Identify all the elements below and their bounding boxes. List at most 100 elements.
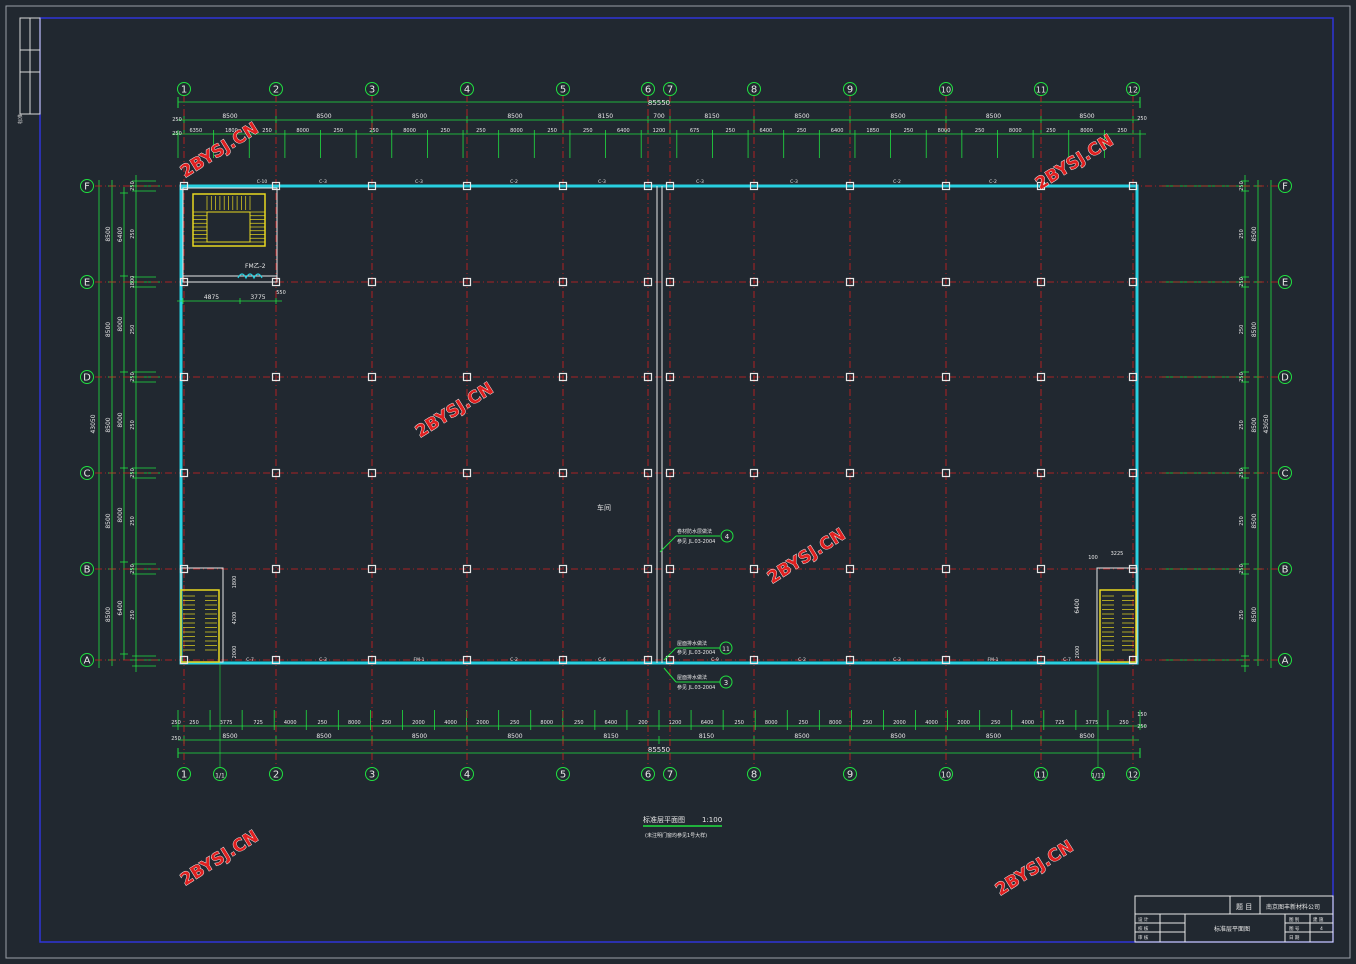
dim-top-inner-value-9: 8000	[510, 128, 523, 134]
column-C-10	[941, 468, 951, 478]
dim-top-inner-value-12: 6400	[617, 128, 630, 134]
dim-bottom-inner-value-17: 250	[734, 720, 744, 726]
dim-bottom-inner-value-18: 8000	[765, 720, 778, 726]
column-D-5	[558, 372, 568, 382]
column-D-4	[462, 372, 472, 382]
axis-bubble-top-7-circle	[663, 82, 677, 96]
dim-stair-bl-2: 1800	[232, 576, 238, 589]
column-F-2	[271, 181, 281, 191]
dim-top-bays-value-5: 700	[653, 113, 665, 120]
wall-tag-top-3: C-2	[510, 179, 518, 185]
dim-stair-br-2: 3225	[1111, 551, 1124, 557]
column-C-12	[1128, 468, 1138, 478]
axis-bubble-left-C-label: C	[84, 469, 91, 480]
door-label: FM乙-2	[245, 263, 266, 270]
column-F-5	[558, 181, 568, 191]
watermark-6: 2BYSJ.CN	[992, 837, 1077, 901]
dim-bottom-bays-value-3: 8500	[507, 733, 522, 740]
column-E-1	[179, 277, 189, 287]
dim-bottom-inner-value-13: 6400	[605, 720, 618, 726]
dim-right-small-value-9: 250	[1239, 610, 1245, 620]
wall-tag-bottom-4: C-6	[598, 657, 606, 663]
wall-tag-top-4: C-3	[598, 179, 606, 185]
axis-bubble-top-2-circle	[269, 82, 283, 96]
column-E-4	[462, 277, 472, 287]
svg-text:建 施: 建 施	[1313, 916, 1324, 923]
dim-right-small-value-5: 250	[1239, 420, 1245, 430]
column-A-6	[643, 655, 653, 665]
axis-bubble-bottom-13-label: 12	[1128, 771, 1138, 780]
watermarks: 2BYSJ.CN 2BYSJ.CN 2BYSJ.CN 2BYSJ.CN 2BYS…	[177, 118, 1118, 901]
column-C-6	[643, 468, 653, 478]
wall-tag-bottom-0: C-7	[246, 657, 254, 663]
dim-stair-br-3: 100	[1088, 555, 1098, 561]
dim-left-rows-value-3: 8500	[105, 513, 112, 528]
dim-right-rows-value-0: 8500	[1251, 226, 1258, 241]
axis-bubble-top-8-label: 8	[751, 85, 757, 96]
dim-top-bays-value-10: 8500	[1079, 113, 1094, 120]
dim-left-rows-value-2: 8500	[105, 417, 112, 432]
dimension-lines-left: 4305085008500850085008500640080008000800…	[90, 175, 160, 672]
column-D-9	[845, 372, 855, 382]
axis-bubble-bottom-5-circle	[556, 767, 570, 781]
column-E-2	[271, 277, 281, 287]
axis-bubble-bottom-12-circle	[1091, 767, 1105, 781]
inner-frame	[39, 17, 1334, 943]
dim-top-inner-value-11: 250	[583, 128, 593, 134]
wall-tag-top-6: C-3	[790, 179, 798, 185]
dim-bottom-bays-value-0: 8500	[222, 733, 237, 740]
axis-bubble-left-A-label: A	[84, 656, 91, 667]
stair-bottom-left	[180, 567, 224, 663]
dim-bottom-inner-value-6: 250	[382, 720, 392, 726]
wall-tag-top-2: C-3	[415, 179, 423, 185]
column-C-3	[367, 468, 377, 478]
svg-text:图 号: 图 号	[1289, 926, 1300, 932]
dim-right-small-value-3: 250	[1239, 325, 1245, 335]
dim-top-bays-value-4: 8150	[598, 113, 613, 120]
column-E-8	[749, 277, 759, 287]
axis-bubble-left-C-circle	[80, 466, 94, 480]
axis-bubble-right-C-circle	[1278, 466, 1292, 480]
dim-top-inner-value-26: 250	[1117, 128, 1127, 134]
column-E-10	[941, 277, 951, 287]
column-F-7	[665, 181, 675, 191]
column-F-8	[749, 181, 759, 191]
axis-bubble-left-D-label: D	[83, 373, 91, 384]
column-B-9	[845, 564, 855, 574]
exterior-walls	[179, 184, 1139, 665]
dim-bottom-inner-value-25: 250	[991, 720, 1001, 726]
dim-top-inner-value-4: 250	[334, 128, 344, 134]
column-A-12	[1128, 655, 1138, 665]
dim-right-small-value-7: 250	[1239, 516, 1245, 526]
dim-top-bays-value-9: 8500	[986, 113, 1001, 120]
dim-left-total-value: 43050	[90, 414, 97, 433]
wall-tag-bottom-8: FM-1	[988, 657, 999, 663]
wall-tag-top-7: C-2	[893, 179, 901, 185]
dim-left-rows-value-4: 8500	[105, 607, 112, 622]
drawing-title-note: (未注明门窗均参见1号大样)	[645, 832, 707, 839]
column-E-5	[558, 277, 568, 287]
column-B-3	[367, 564, 377, 574]
dim-stair-bl-1: 2000	[232, 646, 238, 659]
dim-bottom-total-value: 85550	[648, 746, 670, 754]
column-A-4	[462, 655, 472, 665]
dim-bottom-inner-value-7: 2000	[412, 720, 425, 726]
dim-top-total-value: 85550	[648, 99, 670, 107]
side-stamp: 标准	[17, 114, 24, 124]
dim-top-inner-value-21: 8000	[938, 128, 951, 134]
wall-tag-top-0: C-10	[257, 179, 268, 185]
dim-top-bays-value-1: 8500	[316, 113, 331, 120]
axis-bubble-top-3-label: 3	[369, 85, 375, 96]
wall-tag-bottom-6: C-2	[798, 657, 806, 663]
wall-tag-bottom-3: C-2	[510, 657, 518, 663]
dim-bottom-inner-value-24: 2000	[957, 720, 970, 726]
dim-right-rows-value-2: 8500	[1251, 417, 1258, 432]
svg-text:3: 3	[724, 679, 728, 687]
svg-text:4: 4	[725, 533, 730, 541]
dim-stair-top-extra: 550	[276, 290, 286, 296]
dim-top-inner-value-6: 8000	[403, 128, 416, 134]
dim-bottom-inner-value-12: 250	[574, 720, 584, 726]
